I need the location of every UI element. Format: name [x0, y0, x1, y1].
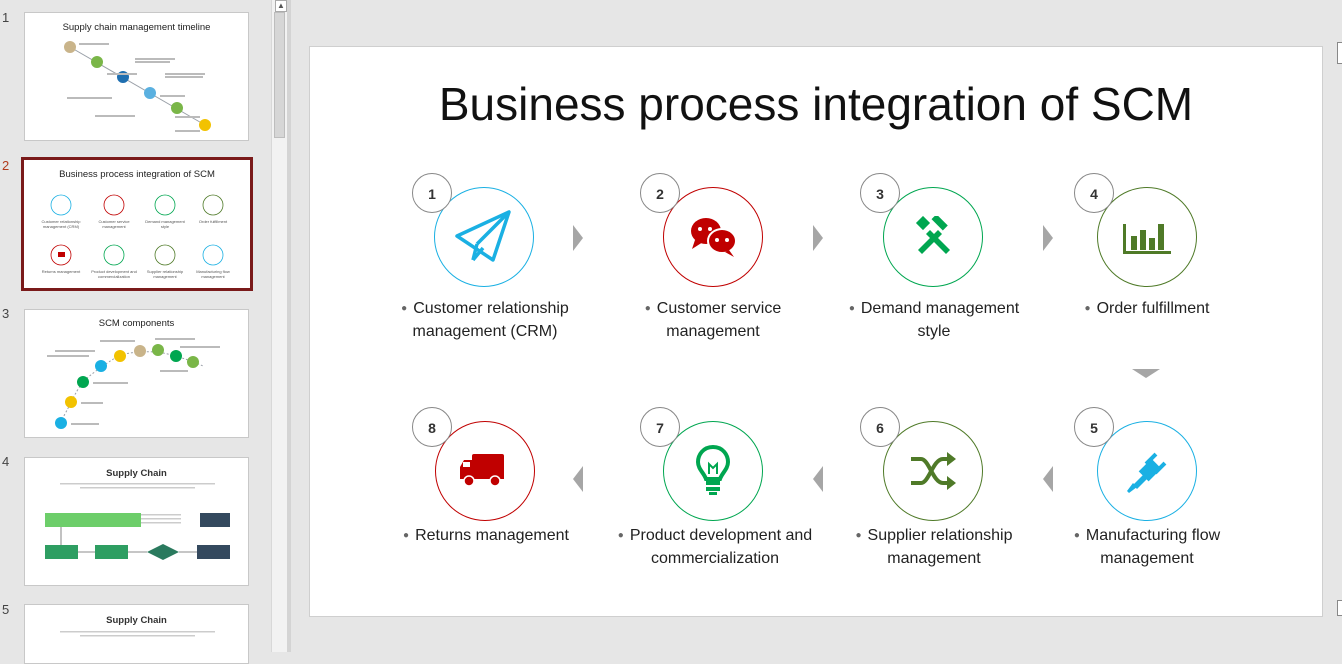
slide-thumbnail-5[interactable]: Supply Chain	[24, 604, 249, 664]
thumbnail-title: SCM components	[98, 318, 175, 329]
svg-text:commercialization: commercialization	[98, 274, 130, 279]
step-circle	[883, 421, 983, 521]
scrollbar-thumb[interactable]	[274, 12, 285, 138]
step-circle	[663, 421, 763, 521]
supply-chain-graphic	[45, 483, 230, 560]
step-label: ●Returns management	[403, 527, 569, 544]
supply-chain-graphic	[60, 631, 215, 637]
step-circle	[434, 187, 534, 287]
vertical-scrollbar-bottom[interactable]	[1337, 600, 1342, 616]
svg-text:Returns management: Returns management	[42, 269, 81, 274]
step-number-badge: 3	[860, 173, 900, 213]
paper-plane-icon	[455, 210, 511, 262]
step-circle	[1097, 421, 1197, 521]
slide-number: 2	[2, 158, 10, 173]
step-label: ●Demand management style	[848, 300, 1020, 340]
svg-text:management (CRM): management (CRM)	[43, 224, 80, 229]
tools-icon	[915, 216, 950, 254]
plug-icon	[1127, 452, 1167, 493]
svg-text:Order fulfillment: Order fulfillment	[199, 219, 228, 224]
process-step-8[interactable]: 8 ●Returns management	[371, 407, 601, 607]
thumbnail-title: Supply Chain	[106, 468, 167, 479]
step-circle	[663, 187, 763, 287]
step-label: ●Order fulfillment	[1084, 300, 1210, 317]
step-number-badge: 4	[1074, 173, 1114, 213]
svg-text:Supplier relationship: Supplier relationship	[147, 269, 184, 274]
truck-icon	[460, 454, 504, 487]
step-label: ●Supplier relationship management	[855, 527, 1013, 567]
slide-number: 1	[2, 10, 10, 25]
slide-title[interactable]: Business process integration of SCM	[438, 78, 1194, 130]
components-graphic	[47, 338, 220, 429]
slide-thumbnail-1[interactable]: Supply chain management timeline	[24, 12, 249, 141]
process-step-6[interactable]: 6 ●Supplier relationship management	[820, 407, 1050, 607]
vertical-scrollbar-top[interactable]	[1337, 42, 1342, 64]
process-step-7[interactable]: 7 ●Product development and commercializa…	[600, 407, 830, 607]
process-step-1[interactable]: 1 ●Customer relationship management (CRM…	[370, 173, 600, 373]
scroll-up-arrow-icon[interactable]: ▲	[275, 0, 287, 12]
step-number-badge: 5	[1074, 407, 1114, 447]
process-step-5[interactable]: 5 ●Manufacturing flow management	[1032, 407, 1262, 607]
slide-number: 3	[2, 306, 10, 321]
step-circle	[1097, 187, 1197, 287]
svg-text:management: management	[153, 274, 177, 279]
svg-text:Customer relationship: Customer relationship	[42, 219, 82, 224]
svg-text:management: management	[102, 224, 126, 229]
step-number-badge: 2	[640, 173, 680, 213]
svg-text:Demand management: Demand management	[145, 219, 185, 224]
pane-splitter[interactable]	[287, 0, 291, 652]
step-label: ●Product development and commercializati…	[617, 527, 813, 567]
slide-thumbnail-pane: 1 Supply chain management timeline 2 Bus…	[0, 0, 272, 664]
process-step-4[interactable]: 4 ●Order fulfillment	[1032, 173, 1262, 373]
thumbnail-title: Business process integration of SCM	[59, 169, 215, 180]
timeline-graphic	[64, 41, 211, 132]
process-step-2[interactable]: 2 ●Customer service management	[600, 173, 830, 373]
process-step-3[interactable]: 3 ●Demand management style	[820, 173, 1050, 373]
thumbnail-title: Supply chain management timeline	[62, 22, 211, 33]
step-label: ●Manufacturing flow management	[1073, 527, 1221, 567]
lightbulb-icon	[695, 444, 731, 495]
step-number-badge: 6	[860, 407, 900, 447]
svg-text:Customer service: Customer service	[98, 219, 130, 224]
step-label: ●Customer service management	[644, 300, 782, 340]
step-circle	[883, 187, 983, 287]
svg-text:management: management	[201, 274, 225, 279]
thumbnail-title: Supply Chain	[106, 615, 167, 626]
svg-text:Product development and: Product development and	[91, 269, 137, 274]
bar-chart-icon	[1123, 224, 1171, 254]
slide-thumbnail-3[interactable]: SCM components	[24, 309, 249, 438]
step-number-badge: 8	[412, 407, 452, 447]
svg-text:style: style	[161, 224, 170, 229]
thumbnail-scrollbar[interactable]: ▲	[271, 0, 288, 652]
slide-number: 5	[2, 602, 10, 617]
step-number-badge: 1	[412, 173, 452, 213]
shuffle-icon	[911, 452, 956, 490]
svg-text:Manufacturing flow: Manufacturing flow	[196, 269, 230, 274]
chat-bubbles-icon	[691, 218, 737, 257]
slide-thumbnail-2[interactable]: Business process integration of SCM Cust…	[21, 157, 253, 291]
current-slide[interactable]: Business process integration of SCM 1 ●C…	[309, 46, 1323, 617]
step-number-badge: 7	[640, 407, 680, 447]
slide-number: 4	[2, 454, 10, 469]
slide-thumbnail-4[interactable]: Supply Chain	[24, 457, 249, 586]
step-label: ●Customer relationship management (CRM)	[401, 300, 569, 340]
step-circle	[435, 421, 535, 521]
